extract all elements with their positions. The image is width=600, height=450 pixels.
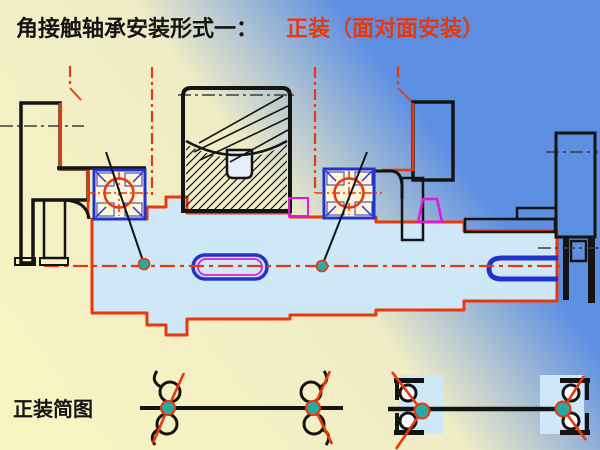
- gear-teeth-lines: [193, 95, 289, 163]
- bearing-left-ball: [103, 177, 135, 209]
- schematic-housed: [388, 371, 590, 450]
- load-center-right: [315, 259, 329, 273]
- bracket-bar-right: [588, 237, 595, 303]
- schematic-dot: [305, 400, 321, 416]
- schematic-dot: [554, 400, 572, 418]
- bracket-screw: [569, 239, 588, 263]
- title-red: 正装（面对面安装）: [286, 16, 484, 42]
- slide-title: 角接触轴承安装形式一： 正装（面对面安装）: [16, 16, 484, 42]
- schematic-dot: [160, 400, 176, 416]
- bearing-right-ball: [333, 177, 365, 209]
- load-center-left: [137, 257, 151, 271]
- schematic-bearing-symbol-left: [150, 370, 186, 446]
- schematic-housed-bearing-left: [390, 371, 431, 450]
- title-black: 角接触轴承安装形式一：: [16, 16, 258, 42]
- gear-key-slot: [225, 148, 254, 180]
- spacer-ring: [288, 197, 309, 217]
- left-housing-foot: [39, 257, 69, 266]
- leader-lines: [68, 66, 412, 199]
- schematic-bearing-symbol-right: [299, 370, 334, 446]
- bearing-right: [316, 167, 382, 220]
- bracket-column: [554, 131, 597, 239]
- bearing-left-races: [95, 171, 144, 218]
- contact-angle-lines: [105, 151, 368, 273]
- schematic-symbolic: [140, 370, 343, 446]
- bearing-right-races: [325, 170, 373, 217]
- right-bore-fillet: [374, 169, 404, 199]
- gear-outline: [181, 86, 292, 213]
- schematic-housed-bearing-right: [554, 375, 590, 441]
- bracket-bar-left: [563, 237, 569, 300]
- keyway-right: [486, 255, 558, 282]
- left-cap-foot: [14, 257, 36, 266]
- gear-web-arc: [185, 139, 288, 157]
- schematic-dot: [413, 402, 431, 420]
- right-end-cap: [374, 100, 455, 242]
- seal-ring: [416, 197, 444, 224]
- gear: [181, 86, 292, 213]
- right-housing-wall: [400, 176, 425, 242]
- right-bracket-assembly: [463, 131, 599, 303]
- schematic-label: 正装简图: [13, 397, 93, 421]
- shaft-stub: [563, 403, 583, 414]
- left-bore-fillet: [63, 198, 91, 220]
